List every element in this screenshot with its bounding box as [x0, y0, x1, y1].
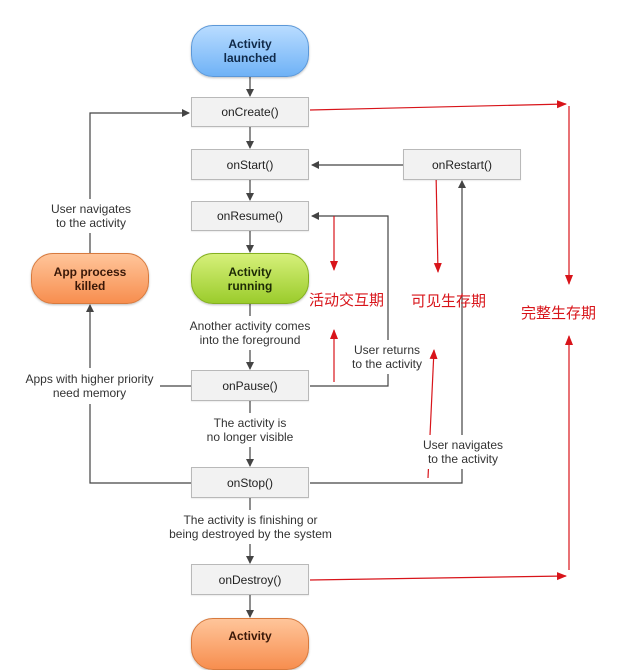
activity-lifecycle-diagram: Activity launched onCreate() onStart() o…	[19, 25, 597, 670]
annotation-entire-lifetime: 完整生存期	[521, 304, 597, 322]
label-user-navigates-left: User navigates to the activity	[44, 199, 138, 233]
label-user-returns: User returns to the activity	[347, 340, 427, 374]
node-on-start-label: onStart()	[226, 157, 274, 172]
node-on-start: onStart()	[191, 149, 309, 180]
label-no-longer-visible: The activity is no longer visible	[202, 413, 298, 447]
annotation-foreground-lifetime: 活动交互期	[309, 291, 385, 309]
node-activity-launched: Activity launched	[191, 25, 309, 77]
node-on-stop: onStop()	[191, 467, 309, 498]
node-on-resume-label: onResume()	[216, 209, 284, 223]
annotation-visible-lifetime: 可见生存期	[411, 292, 487, 310]
label-higher-priority-memory: Apps with higher priority need memory	[19, 368, 160, 404]
node-activity-launched-label: Activity launched	[223, 37, 277, 65]
label-no-longer-visible-text: The activity is no longer visible	[206, 416, 294, 444]
node-activity-shut-down-label: Activity	[228, 629, 272, 643]
node-on-create: onCreate()	[191, 97, 309, 127]
node-activity-shut-down: Activity	[191, 618, 309, 670]
red-arrow-create-right	[309, 100, 567, 111]
node-app-process-killed-label: App process killed	[53, 264, 127, 293]
node-on-pause-label: onPause()	[222, 378, 278, 393]
edge-pause-resume	[310, 212, 389, 387]
node-on-create-label: onCreate()	[221, 105, 279, 119]
node-app-process-killed: App process killed	[31, 253, 149, 304]
node-on-destroy: onDestroy()	[191, 564, 309, 595]
node-activity-running: Activity running	[191, 253, 309, 304]
label-user-returns-text: User returns to the activity	[351, 343, 423, 371]
label-another-activity-foreground-text: Another activity comes into the foregrou…	[189, 319, 311, 347]
edge-stop-restart	[310, 180, 466, 484]
label-user-navigates-left-text: User navigates to the activity	[50, 202, 132, 230]
red-arrow-visible-down	[433, 171, 442, 273]
label-user-navigates-right-text: User navigates to the activity	[422, 438, 504, 466]
node-on-resume: onResume()	[191, 201, 309, 231]
node-on-restart: onRestart()	[403, 149, 521, 180]
node-on-pause: onPause()	[191, 370, 309, 401]
label-user-navigates-right: User navigates to the activity	[418, 435, 508, 469]
node-activity-running-label: Activity running	[227, 264, 273, 293]
node-on-stop-label: onStop()	[226, 475, 274, 490]
label-higher-priority-memory-text: Apps with higher priority need memory	[25, 372, 154, 400]
node-on-destroy-label: onDestroy()	[218, 572, 282, 587]
red-arrow-destroy-right	[309, 572, 567, 581]
label-finishing-or-destroyed-text: The activity is finishing or being destr…	[169, 513, 332, 541]
node-on-restart-label: onRestart()	[431, 157, 493, 172]
edge-stop-killed	[89, 386, 191, 484]
label-finishing-or-destroyed: The activity is finishing or being destr…	[165, 510, 336, 544]
label-another-activity-foreground: Another activity comes into the foregrou…	[185, 316, 315, 350]
